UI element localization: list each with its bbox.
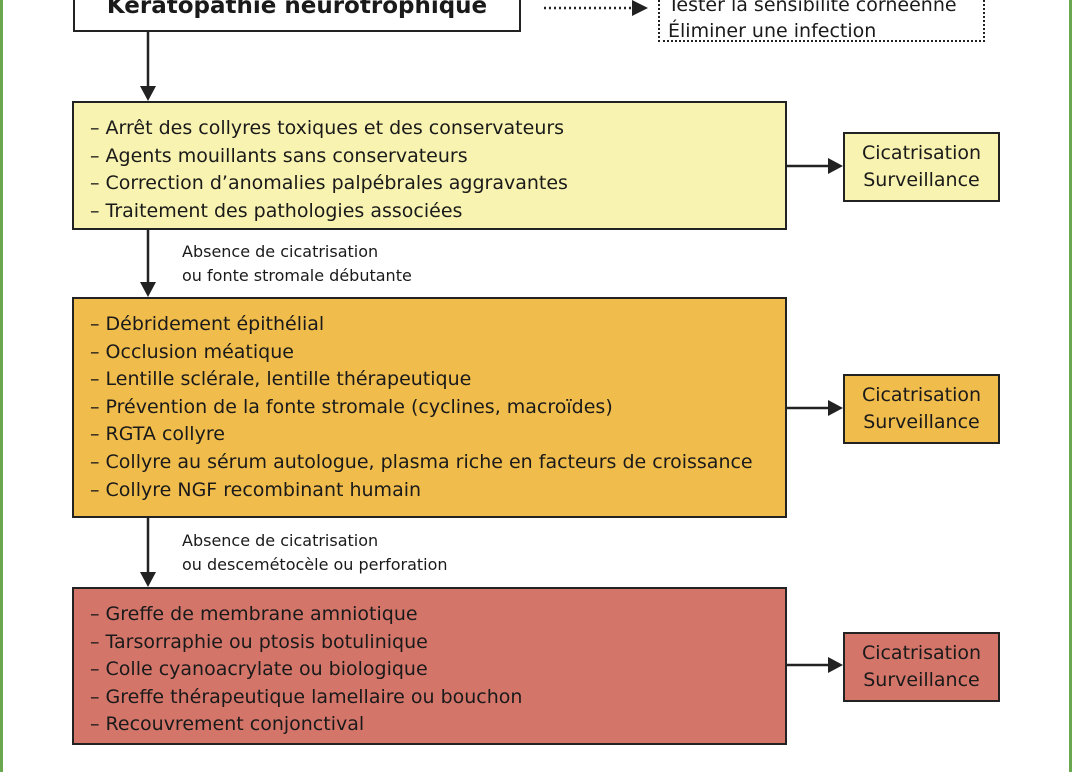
note-line: Éliminer une infection bbox=[668, 20, 877, 42]
transition-line: Absence de cicatrisation bbox=[182, 242, 379, 261]
outcome-line: Cicatrisation bbox=[861, 384, 982, 406]
stage-3-item: – Recouvrement conjonctival bbox=[90, 713, 365, 736]
stage-1-outcome-box: Cicatrisation Surveillance bbox=[843, 132, 1000, 202]
transition-1-label: Absence de cicatrisation ou fonte stroma… bbox=[182, 240, 412, 288]
initial-steps-note: Tester la sensibilité cornéenne Éliminer… bbox=[658, 0, 985, 42]
stage-3-item: – Greffe de membrane amniotique bbox=[90, 603, 418, 625]
stage-2-item: – Lentille sclérale, lentille thérapeuti… bbox=[90, 368, 472, 391]
arrowhead bbox=[828, 158, 843, 174]
arrowhead bbox=[828, 400, 843, 416]
stage-3-item: – Colle cyanoacrylate ou biologique bbox=[90, 658, 428, 681]
stage-2-item: – Collyre au sérum autologue, plasma ric… bbox=[90, 450, 753, 473]
stage-1-box: – Arrêt des collyres toxiques et des con… bbox=[72, 101, 787, 230]
arrowhead bbox=[140, 86, 156, 101]
stage-2-item: – Débridement épithélial bbox=[90, 313, 325, 335]
outcome-line: Surveillance bbox=[863, 169, 980, 191]
outcome-line: Surveillance bbox=[863, 669, 980, 691]
outcome-line: Cicatrisation bbox=[861, 642, 982, 664]
stage-1-item: – Correction d’anomalies palpébrales agg… bbox=[90, 172, 568, 195]
stage-1-item: – Traitement des pathologies associées bbox=[90, 199, 463, 222]
stage-2-item: – RGTA collyre bbox=[90, 423, 225, 446]
stage-3-item: – Greffe thérapeutique lamellaire ou bou… bbox=[90, 685, 523, 708]
arrowhead bbox=[828, 657, 843, 673]
transition-line: Absence de cicatrisation bbox=[182, 531, 379, 550]
transition-2-label: Absence de cicatrisation ou descemétocèl… bbox=[182, 529, 448, 577]
transition-line: ou descemétocèle ou perforation bbox=[182, 555, 448, 574]
stage-2-item: – Prévention de la fonte stromale (cycli… bbox=[90, 395, 613, 418]
transition-line: ou fonte stromale débutante bbox=[182, 266, 412, 285]
stage-3-outcome-box: Cicatrisation Surveillance bbox=[843, 632, 1000, 702]
stage-3-item: – Tarsorraphie ou ptosis botulinique bbox=[90, 630, 428, 653]
arrowhead bbox=[140, 572, 156, 587]
outcome-line: Cicatrisation bbox=[861, 142, 982, 164]
arrowhead bbox=[140, 282, 156, 297]
stage-3-box: – Greffe de membrane amniotique – Tarsor… bbox=[72, 587, 787, 745]
stage-1-item: – Arrêt des collyres toxiques et des con… bbox=[90, 117, 565, 139]
note-line: Tester la sensibilité cornéenne bbox=[668, 0, 957, 16]
diagnosis-box: Kératopathie neurotrophique bbox=[73, 0, 521, 32]
stage-2-item: – Occlusion méatique bbox=[90, 340, 294, 363]
stage-2-outcome-box: Cicatrisation Surveillance bbox=[843, 374, 1000, 444]
stage-1-item: – Agents mouillants sans conservateurs bbox=[90, 144, 468, 167]
diagnosis-title: Kératopathie neurotrophique bbox=[106, 0, 488, 19]
arrowhead bbox=[632, 0, 648, 16]
stage-2-item: – Collyre NGF recombinant humain bbox=[90, 478, 422, 501]
stage-2-box: – Débridement épithélial – Occlusion méa… bbox=[72, 297, 787, 518]
outcome-line: Surveillance bbox=[863, 411, 980, 433]
